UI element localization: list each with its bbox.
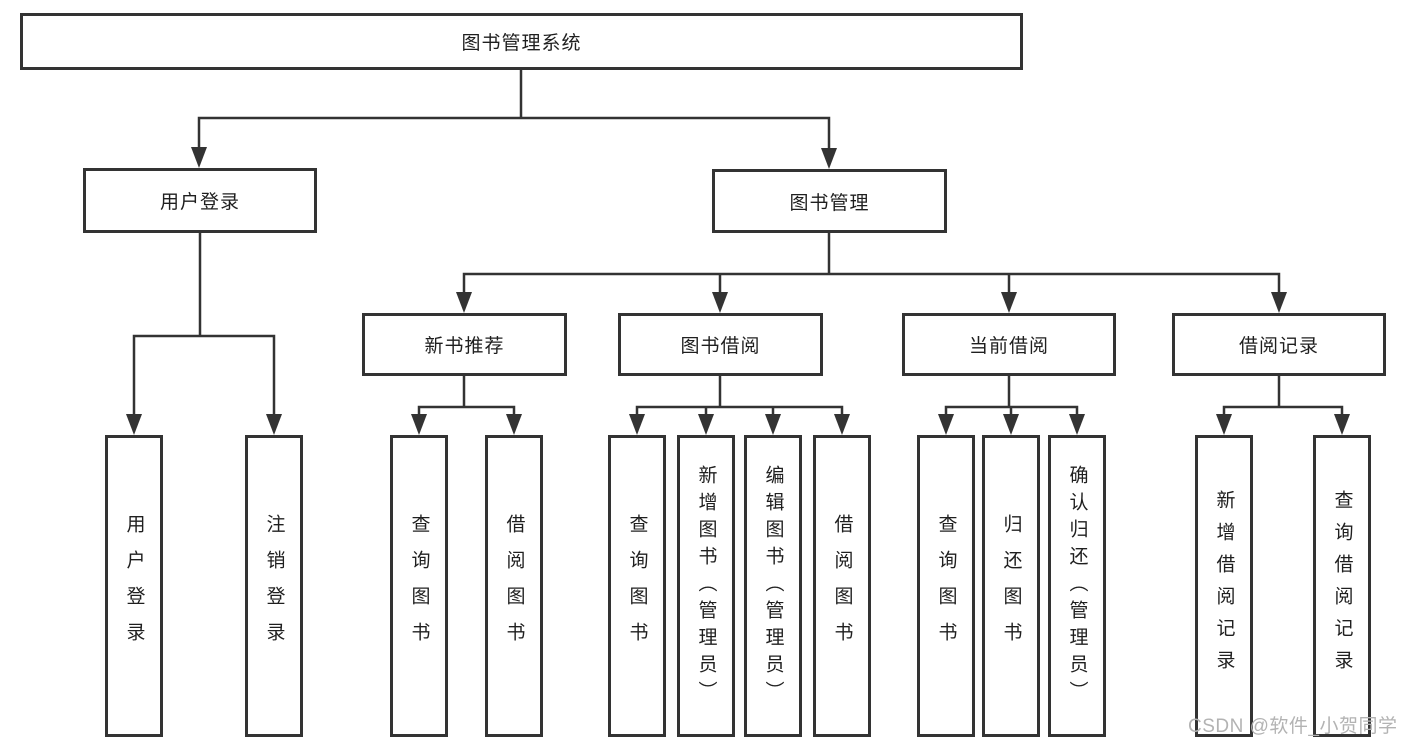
connector-user-login-to-leaves [132, 231, 276, 419]
arrowhead-icon [765, 414, 781, 435]
arrowhead-icon [712, 292, 728, 313]
arrowhead-icon [506, 414, 522, 435]
node-label: 用户登录 [123, 514, 145, 658]
node-label: 编辑图书（管理员） [762, 464, 784, 708]
node-leaf-add-books-admin: 新增图书（管理员） [677, 435, 735, 737]
arrowhead-icon [1334, 414, 1350, 435]
arrowhead-icon [938, 414, 954, 435]
arrowhead-icon [629, 414, 645, 435]
node-label: 新增借阅记录 [1213, 490, 1235, 682]
node-borrow-records: 借阅记录 [1172, 313, 1386, 376]
arrowhead-icon [1216, 414, 1232, 435]
arrowhead-icon [411, 414, 427, 435]
node-leaf-query-books-recommend: 查询图书 [390, 435, 448, 737]
arrowheads [126, 147, 1350, 435]
node-new-book-recommend: 新书推荐 [362, 313, 567, 376]
node-label: 借阅图书 [503, 514, 525, 658]
node-leaf-confirm-return-admin: 确认归还（管理员） [1048, 435, 1106, 737]
node-leaf-borrow-books-recommend: 借阅图书 [485, 435, 543, 737]
arrowhead-icon [834, 414, 850, 435]
arrowhead-icon [1271, 292, 1287, 313]
node-leaf-query-books-current: 查询图书 [917, 435, 975, 737]
node-leaf-borrow-books-borrowing: 借阅图书 [813, 435, 871, 737]
connector-root-to-level2 [197, 68, 831, 153]
csdn-watermark: CSDN @软件_小贺同学 [1188, 716, 1398, 737]
arrowhead-icon [821, 148, 837, 169]
connector-current-borrow-to-leaves [944, 374, 1079, 419]
connector-paths [132, 68, 1344, 419]
node-leaf-query-books-borrowing: 查询图书 [608, 435, 666, 737]
arrowhead-icon [191, 147, 207, 168]
node-label: 查询图书 [626, 514, 648, 658]
node-leaf-return-books: 归还图书 [982, 435, 1040, 737]
node-label: 查询图书 [935, 514, 957, 658]
arrowhead-icon [456, 292, 472, 313]
connector-book-mgmt-to-level3 [462, 231, 1281, 297]
node-leaf-add-borrow-record: 新增借阅记录 [1195, 435, 1253, 737]
node-leaf-query-borrow-record: 查询借阅记录 [1313, 435, 1371, 737]
arrowhead-icon [1003, 414, 1019, 435]
node-current-borrowing: 当前借阅 [902, 313, 1116, 376]
arrowhead-icon [126, 414, 142, 435]
node-leaf-logout: 注销登录 [245, 435, 303, 737]
node-label: 注销登录 [263, 514, 285, 658]
arrowhead-icon [1069, 414, 1085, 435]
connector-book-borrow-to-leaves [635, 374, 844, 419]
node-label: 查询图书 [408, 514, 430, 658]
node-label: 确认归还（管理员） [1066, 464, 1088, 708]
node-label: 归还图书 [1000, 514, 1022, 658]
connector-borrow-record-to-leaves [1222, 374, 1344, 419]
arrowhead-icon [1001, 292, 1017, 313]
node-leaf-edit-books-admin: 编辑图书（管理员） [744, 435, 802, 737]
node-book-management: 图书管理 [712, 169, 947, 233]
node-library-system: 图书管理系统 [20, 13, 1023, 70]
node-leaf-user-login: 用户登录 [105, 435, 163, 737]
arrowhead-icon [266, 414, 282, 435]
node-label: 查询借阅记录 [1331, 490, 1353, 682]
node-label: 借阅图书 [831, 514, 853, 658]
node-user-login-module: 用户登录 [83, 168, 317, 233]
connector-new-book-rec-to-leaves [417, 374, 516, 419]
arrowhead-icon [698, 414, 714, 435]
node-label: 新增图书（管理员） [695, 464, 717, 708]
node-book-borrowing: 图书借阅 [618, 313, 823, 376]
